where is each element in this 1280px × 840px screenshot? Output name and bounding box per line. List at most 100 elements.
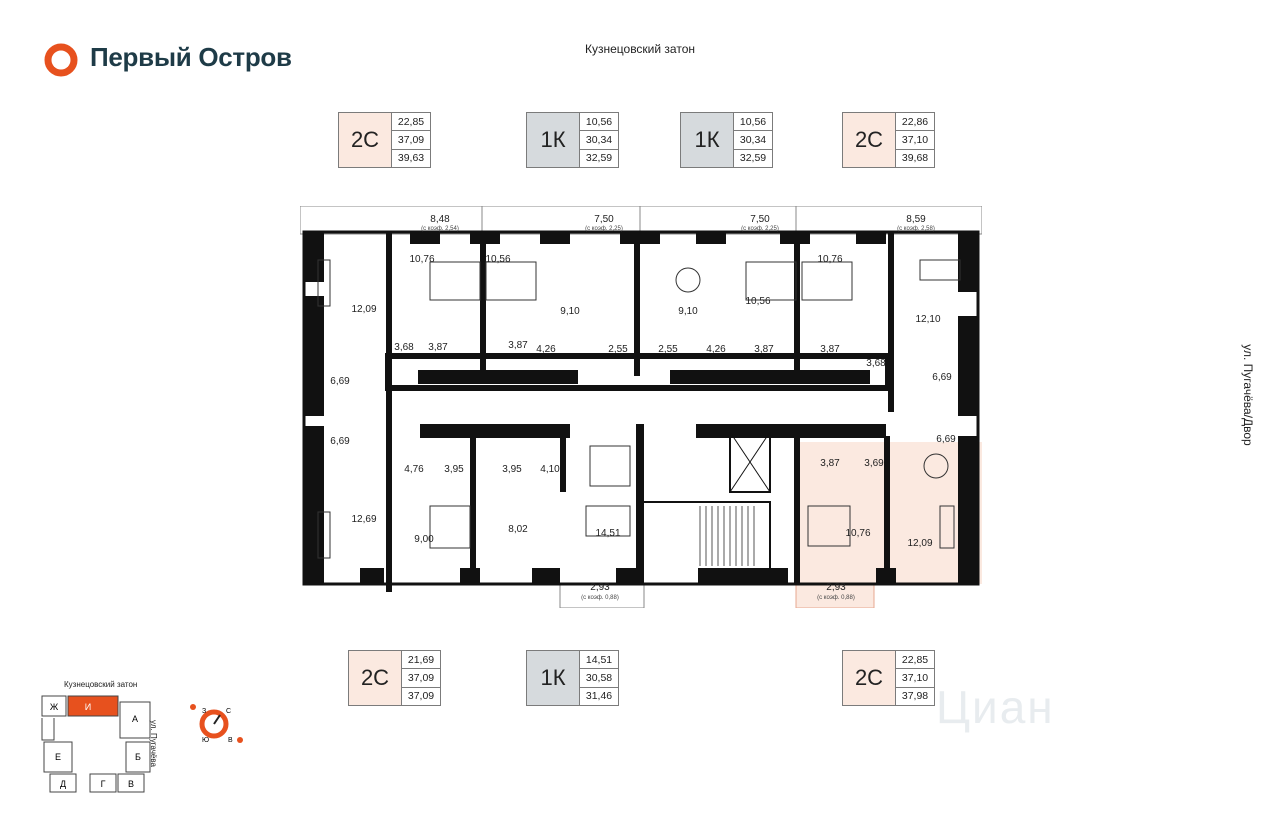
room-area: 4,26 [536,344,556,355]
living-area: 10,56 [580,113,618,132]
room-area: 3,87 [508,340,528,351]
total-area: 30,58 [580,669,618,688]
room-area: 6,69 [330,436,350,447]
balcony-coef: (с коэф. 2,58) [897,226,935,232]
living-area: 21,69 [402,651,440,670]
balcony-area: 7,50 [594,214,614,225]
room-area: 3,87 [820,458,840,469]
compass-label: З [202,708,206,715]
watermark: Циан [936,681,1055,733]
balcony-coef: (с коэф. 2,25) [741,226,779,232]
total-area: 37,10 [896,669,934,688]
living-area: 22,85 [896,651,934,670]
room-area: 9,10 [560,306,580,317]
room-area: 3,95 [502,464,522,475]
room-area: 3,95 [444,464,464,475]
minimap-section: Д [60,779,66,789]
minimap: Ж И А Е Б Д Г В [41,695,151,793]
apartment-type: 1К [527,651,580,705]
living-area: 22,85 [392,113,430,132]
living-area: 10,56 [734,113,772,132]
compass-icon: З С Ю В [190,704,243,744]
room-area: 3,68 [866,358,886,369]
total-area: 30,34 [580,131,618,150]
room-area: 12,09 [351,304,376,315]
room-area: 12,10 [915,314,940,325]
floor-plan: 8,48 (с коэф. 2,54) 7,50 (с коэф. 2,25) … [300,206,982,608]
room-area: 8,02 [508,524,528,535]
apartment-type: 1К [527,113,580,167]
room-area: 3,87 [428,342,448,353]
apartment-type: 2С [843,113,896,167]
full-area: 37,09 [407,690,435,703]
apartment-type: 1К [681,113,734,167]
room-area: 3,68 [394,342,414,353]
minimap-section: Е [55,752,61,762]
street-label-right: ул. Пугачёва/Двор [1241,344,1255,446]
total-area: 30,34 [734,131,772,150]
logo-icon [44,43,78,77]
balcony-coef: (с коэф. 2,25) [585,226,623,232]
room-area: 6,69 [330,376,350,387]
compass-label: В [228,737,233,744]
minimap-section-active: И [85,702,91,712]
full-area: 31,46 [585,690,613,703]
balcony-coef: (с коэф. 2,54) [421,226,459,232]
room-area: 12,69 [351,514,376,525]
room-area: 3,87 [754,344,774,355]
compass-label: Ю [202,737,209,744]
street-label-top: Кузнецовский затон [584,42,695,56]
room-area: 2,55 [658,344,678,355]
minimap-section: Ж [50,702,59,712]
apartment-type: 2С [349,651,402,705]
room-area: 9,00 [414,534,434,545]
balcony-coef: (с коэф. 0,88) [581,595,619,601]
brand-name: Первый Остров [90,42,292,72]
minimap-section: А [132,714,138,724]
full-area: 39,63 [397,152,425,165]
minimap-section: Г [101,779,106,789]
room-area: 6,69 [932,372,952,383]
room-area: 3,87 [820,344,840,355]
balcony-coef: (с коэф. 0,88) [817,595,855,601]
full-area: 39,68 [901,152,929,165]
full-area: 32,59 [739,152,767,165]
room-area: 10,56 [745,296,770,307]
full-area: 37,98 [901,690,929,703]
full-area: 32,59 [585,152,613,165]
minimap-section: В [128,779,134,789]
total-area: 37,09 [392,131,430,150]
room-area: 14,51 [595,528,620,539]
room-area: 10,76 [409,254,434,265]
balcony-area: 7,50 [750,214,770,225]
total-area: 37,10 [896,131,934,150]
apartment-type: 2С [843,651,896,705]
room-area: 9,10 [678,306,698,317]
balcony-area: 8,48 [430,214,450,225]
balcony-area: 8,59 [906,214,926,225]
living-area: 22,86 [896,113,934,132]
room-area: 12,09 [907,538,932,549]
balcony-area: 2,93 [826,582,846,593]
room-area: 3,69 [864,458,884,469]
room-area: 4,76 [404,464,424,475]
room-area: 4,10 [540,464,560,475]
room-area: 4,26 [706,344,726,355]
apartment-type: 2С [339,113,392,167]
total-area: 37,09 [402,669,440,688]
room-area: 2,55 [608,344,628,355]
minimap-street: ул. Пугачёва [149,720,158,767]
compass-label: С [226,708,231,715]
room-area: 10,56 [485,254,510,265]
room-area: 10,76 [817,254,842,265]
minimap-title: Кузнецовский затон [64,680,138,689]
minimap-section: Б [135,752,141,762]
living-area: 14,51 [580,651,618,670]
